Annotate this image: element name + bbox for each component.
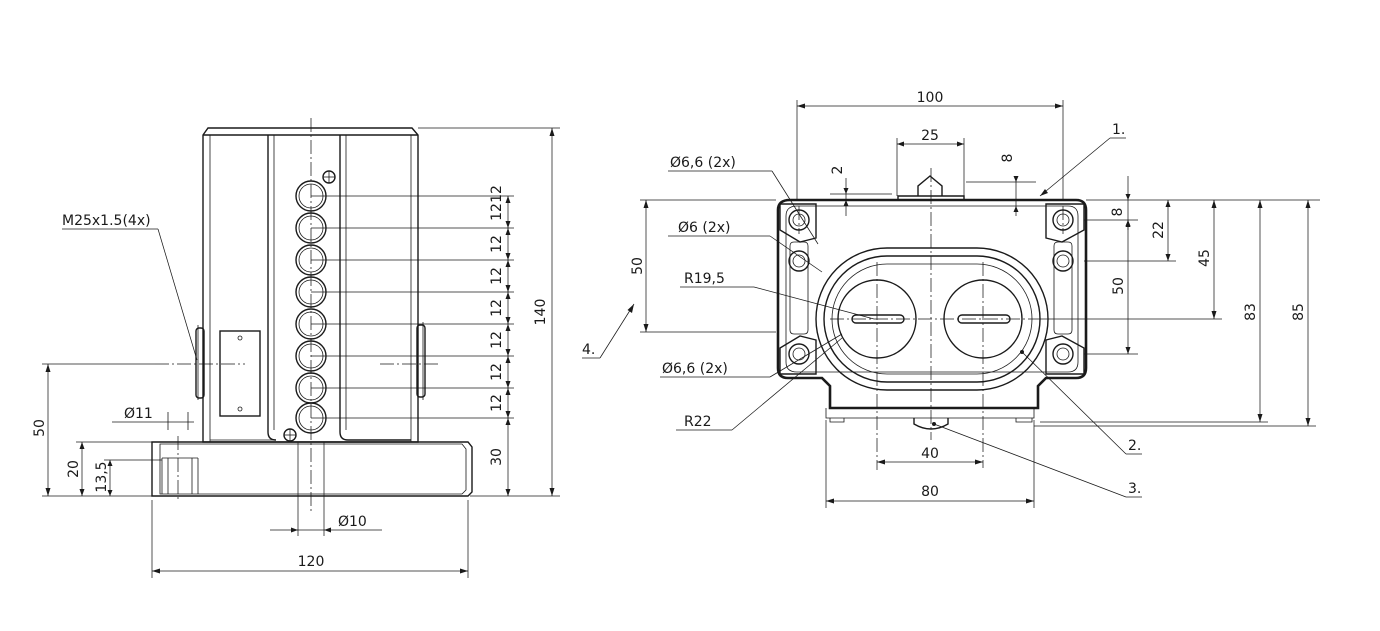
label-plate: [219, 330, 261, 417]
thread-boss-left: [195, 327, 205, 399]
bottom-40-label: 40: [921, 446, 939, 462]
pitch-dimensions: 12 12 12 12 12 12 12 12 30: [311, 185, 514, 497]
pitch-label-1: 12: [489, 203, 505, 221]
dia-10-label: Ø10: [338, 514, 367, 530]
width-25-label: 25: [921, 128, 939, 144]
pitch-label-6: 12: [489, 363, 505, 381]
callout-1: 1.: [1112, 122, 1125, 138]
width-100-label: 100: [917, 90, 944, 106]
base-20-label: 20: [66, 460, 82, 478]
callout-3: 3.: [1128, 481, 1141, 497]
right-45-label: 45: [1197, 249, 1213, 267]
housing-body: [202, 127, 419, 443]
callout-4: 4.: [582, 342, 595, 358]
right-22-label: 22: [1151, 221, 1167, 239]
right-85-label: 85: [1291, 303, 1307, 321]
bottom-80-label: 80: [921, 484, 939, 500]
base-plate-inner: [159, 443, 467, 495]
width-120-label: 120: [298, 554, 325, 570]
mounting-holes: [788, 209, 1074, 365]
height-140-label: 140: [533, 299, 549, 326]
dia-6-6-top-label: Ø6,6 (2x): [670, 155, 736, 171]
base-13-5-label: 13,5: [94, 461, 110, 492]
right-8-label: 8: [1110, 208, 1126, 217]
thread-label: M25x1.5(4x): [62, 213, 151, 229]
left-50-label: 50: [630, 257, 646, 275]
front-view: 12 12 12 12 12 12 12 12 30 140 M25x1.5(4…: [32, 118, 560, 578]
right-83-label: 83: [1243, 303, 1259, 321]
top-housing-outline: [776, 198, 1088, 410]
callout-2: 2.: [1128, 438, 1141, 454]
base-plate: [151, 441, 473, 497]
pitch-label-7: 12: [489, 394, 505, 412]
dia-11-label: Ø11: [124, 406, 153, 422]
dim-2-label: 2: [830, 166, 846, 175]
pitch-label-3: 12: [489, 267, 505, 285]
dim-8-top-label: 8: [1000, 154, 1016, 163]
radius-22-label: R22: [684, 414, 712, 430]
dia-6-label: Ø6 (2x): [678, 220, 731, 236]
pitch-label-2: 12: [489, 235, 505, 253]
top-view: 100 25 2 8 Ø6,6 (2x) Ø6 (2x) R19,5 Ø6,6: [582, 90, 1320, 508]
pitch-label-5: 12: [489, 331, 505, 349]
bottom-30-label: 30: [489, 448, 505, 466]
height-50-label: 50: [32, 419, 48, 437]
radius-19-5-label: R19,5: [684, 271, 725, 287]
thread-boss-right: [416, 324, 426, 398]
right-50-label: 50: [1111, 277, 1127, 295]
dia-6-6-bottom-label: Ø6,6 (2x): [662, 361, 728, 377]
pitch-label-4: 12: [489, 299, 505, 317]
pitch-label-8: 12: [489, 185, 505, 203]
